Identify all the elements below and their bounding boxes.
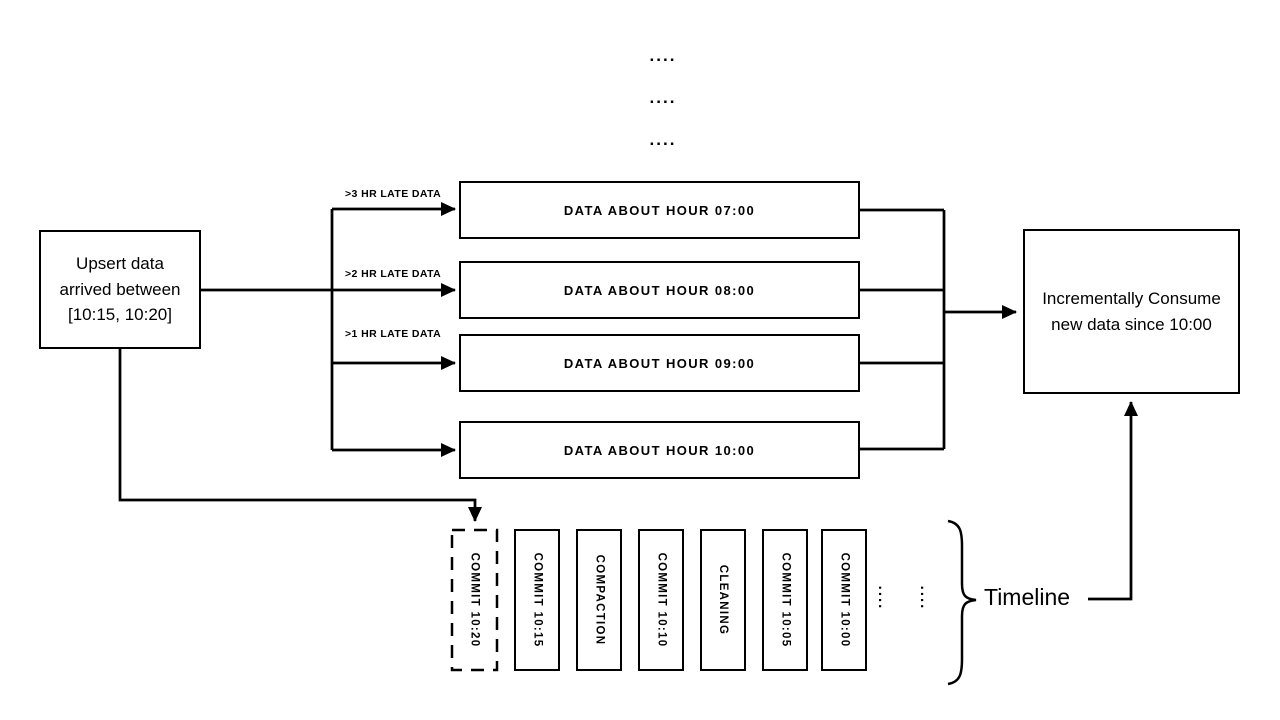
upsert-line: Upsert data [76,253,164,273]
hour-box-0700: DATA ABOUT HOUR 07:00 [459,181,860,239]
consume-box-text: Incrementally Consume new data since 10:… [1042,286,1221,338]
upsert-line: arrived between [59,279,181,299]
ellipsis-row: .... [649,130,677,149]
late-label-2hr: >2 HR LATE DATA [345,268,442,280]
timeline-entry-commit-1015: COMMIT 10:15 [514,529,560,671]
hour-box-0900: DATA ABOUT HOUR 09:00 [459,334,860,392]
upsert-box-text: Upsert data arrived between [10:15, 10:2… [60,251,181,328]
consume-line: Incrementally Consume [1042,288,1221,308]
timeline-entry-commit-1010: COMMIT 10:10 [638,529,684,671]
timeline-entry-commit-1000: COMMIT 10:00 [821,529,867,671]
dashed-commit-outline [450,528,499,672]
timeline-entry-label: COMMIT 10:00 [838,552,850,648]
timeline-ellipsis: .... [875,585,893,611]
timeline-entry-cleaning: CLEANING [700,529,746,671]
timeline-entry-label: CLEANING [717,564,729,636]
timeline-entry-label: COMPACTION [593,554,606,646]
upsert-box: Upsert data arrived between [10:15, 10:2… [39,230,201,349]
timeline-entry-commit-1020: COMMIT 10:20 [451,529,497,671]
ellipsis-row: .... [649,88,677,107]
consume-line: new data since 10:00 [1051,314,1212,334]
timeline-entry-label: COMMIT 10:10 [655,552,667,648]
timeline-label: Timeline [984,584,1071,610]
timeline-entry-compaction: COMPACTION [576,529,622,671]
timeline-brace [947,519,977,686]
timeline-entry-label: COMMIT 10:20 [468,552,480,648]
timeline-entry-label: COMMIT 10:15 [531,552,543,648]
consume-box: Incrementally Consume new data since 10:… [1023,229,1240,394]
timeline-ellipsis: .... [917,585,935,611]
arrow-upsert-to-commit [118,349,482,522]
ellipsis-row: .... [649,46,677,65]
hour-box-0800: DATA ABOUT HOUR 08:00 [459,261,860,319]
hour-box-1000: DATA ABOUT HOUR 10:00 [459,421,860,479]
timeline-entry-commit-1005: COMMIT 10:05 [762,529,808,671]
arrow-timeline-to-consume [1088,401,1138,601]
upsert-line: [10:15, 10:20] [68,305,172,325]
late-label-1hr: >1 HR LATE DATA [345,328,442,340]
late-label-3hr: >3 HR LATE DATA [345,188,442,200]
timeline-entry-label: COMMIT 10:05 [779,552,791,648]
